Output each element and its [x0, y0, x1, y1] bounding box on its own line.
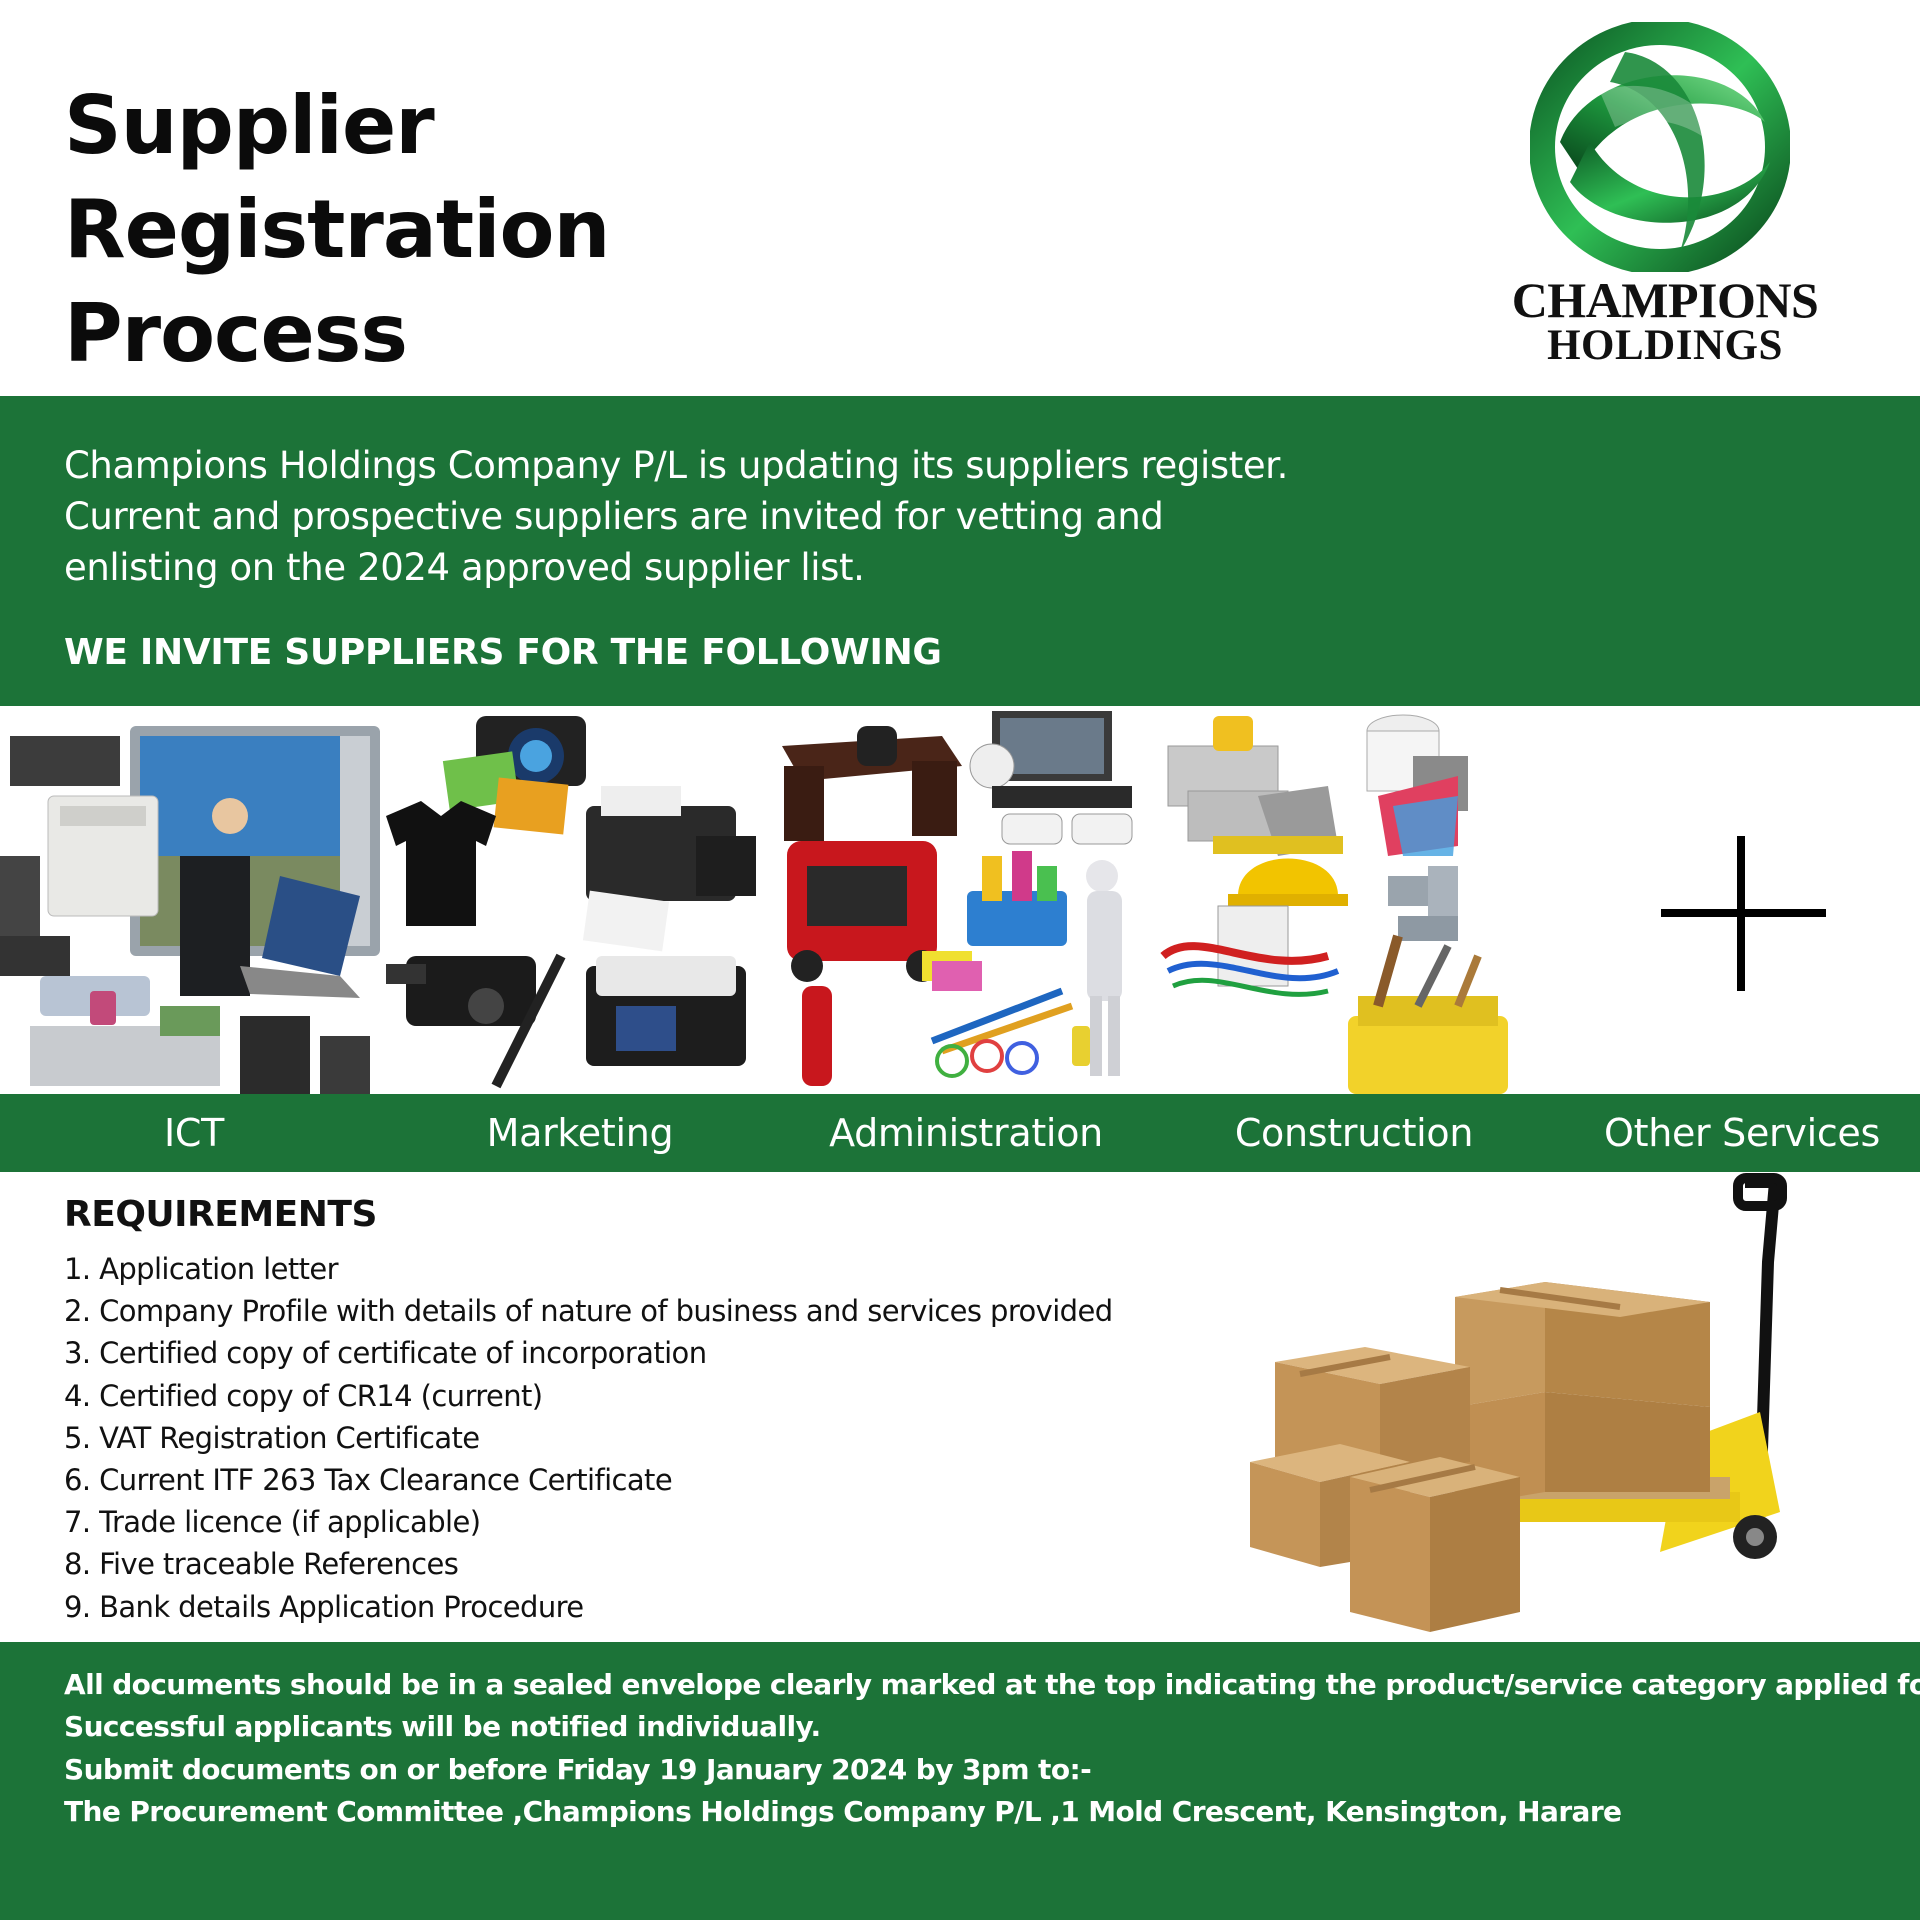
administration-office-collage-icon — [772, 706, 1158, 1094]
intro-line-2: Current and prospective suppliers are in… — [64, 495, 1164, 538]
green-swirl-globe-logo-icon — [1530, 22, 1790, 272]
requirement-item: 5. VAT Registration Certificate — [64, 1420, 480, 1455]
footer-line-3: Submit documents on or before Friday 19 … — [64, 1752, 1092, 1786]
requirements-title: REQUIREMENTS — [64, 1194, 377, 1235]
page-header: Supplier Registration Process — [0, 0, 1920, 396]
requirement-item: 4. Certified copy of CR14 (current) — [64, 1378, 543, 1413]
intro-band: Champions Holdings Company P/L is updati… — [0, 396, 1920, 706]
intro-paragraph: Champions Holdings Company P/L is updati… — [64, 440, 1364, 593]
footer-line-2: Successful applicants will be notified i… — [64, 1710, 821, 1744]
submission-footer: All documents should be in a sealed enve… — [0, 1642, 1920, 1920]
category-label-other-services: Other Services — [1603, 1111, 1880, 1155]
construction-tools-collage-icon — [1158, 706, 1544, 1094]
requirements-list: 1. Application letter 2. Company Profile… — [64, 1248, 1113, 1628]
invite-heading: WE INVITE SUPPLIERS FOR THE FOLLOWING — [64, 632, 942, 673]
logo-name-line-1: CHAMPIONS — [1511, 272, 1819, 328]
requirement-item: 1. Application letter — [64, 1252, 339, 1286]
title-line-1: Supplier — [64, 79, 435, 172]
intro-line-1: Champions Holdings Company P/L is updati… — [64, 444, 1288, 487]
page-title: Supplier Registration Process — [64, 74, 610, 386]
footer-line-1: All documents should be in a sealed enve… — [64, 1668, 1920, 1701]
ict-equipment-collage-icon — [0, 706, 386, 1094]
category-label-construction: Construction — [1234, 1111, 1474, 1155]
requirement-item: 7. Trade licence (if applicable) — [64, 1505, 481, 1540]
requirement-item: 8. Five traceable References — [64, 1547, 459, 1582]
plus-icon — [1544, 706, 1920, 1094]
boxes-and-pallet-jack-icon — [1240, 1172, 1820, 1642]
marketing-printing-collage-icon — [386, 706, 772, 1094]
requirement-item: 9. Bank details Application Procedure — [64, 1589, 584, 1624]
submission-instructions: All documents should be in a sealed enve… — [64, 1664, 1920, 1833]
category-images — [0, 706, 1920, 1094]
intro-line-3: enlisting on the 2024 approved supplier … — [64, 546, 865, 589]
category-label-bar: ICT Marketing Administration Constructio… — [0, 1094, 1920, 1172]
title-line-2: Registration — [64, 183, 610, 276]
requirement-item: 6. Current ITF 263 Tax Clearance Certifi… — [64, 1463, 673, 1498]
category-label-marketing: Marketing — [486, 1111, 674, 1155]
requirement-item: 3. Certified copy of certificate of inco… — [64, 1336, 707, 1371]
requirement-item: 2. Company Profile with details of natur… — [64, 1294, 1113, 1329]
footer-line-4: The Procurement Committee ,Champions Hol… — [64, 1794, 1622, 1828]
category-label-ict: ICT — [163, 1111, 225, 1155]
logo-name-line-2: HOLDINGS — [1547, 322, 1783, 369]
requirements-section: REQUIREMENTS 1. Application letter 2. Co… — [0, 1172, 1920, 1642]
logo-wordmark: CHAMPIONS HOLDINGS — [1500, 272, 1830, 369]
company-logo: CHAMPIONS HOLDINGS — [1500, 22, 1830, 372]
title-line-3: Process — [64, 287, 408, 380]
category-label-administration: Administration — [829, 1111, 1103, 1155]
